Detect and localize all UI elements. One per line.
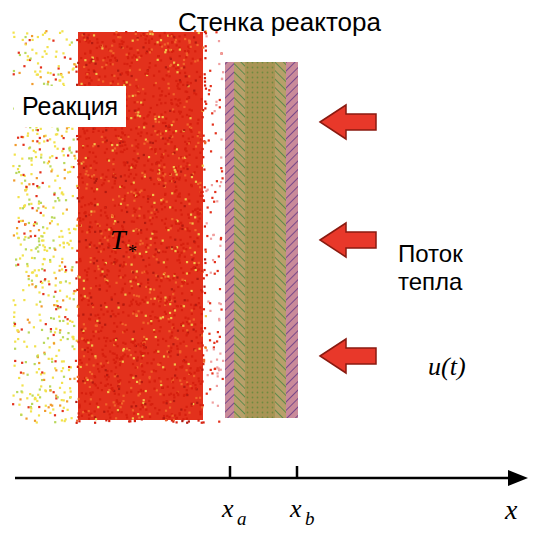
heat-arrows <box>320 105 376 373</box>
x-axis <box>15 466 528 486</box>
temperature-subscript: * <box>128 242 137 263</box>
coordinate-subscript: a <box>237 508 247 530</box>
reactor-wall <box>225 62 298 418</box>
reaction-zone <box>12 30 224 424</box>
reaction-label: Реакция <box>14 86 126 127</box>
wall-title: Стенка реактора <box>178 8 381 38</box>
coordinate-subscript: b <box>305 508 315 530</box>
temperature-symbol: T <box>110 224 126 256</box>
control-symbol: u(t) <box>428 352 466 382</box>
coordinate-symbol: x <box>290 494 302 524</box>
axis-symbol: x <box>505 494 517 526</box>
coordinate-symbol: x <box>222 494 234 524</box>
heat-flow-label: Поток тепла <box>398 240 533 295</box>
